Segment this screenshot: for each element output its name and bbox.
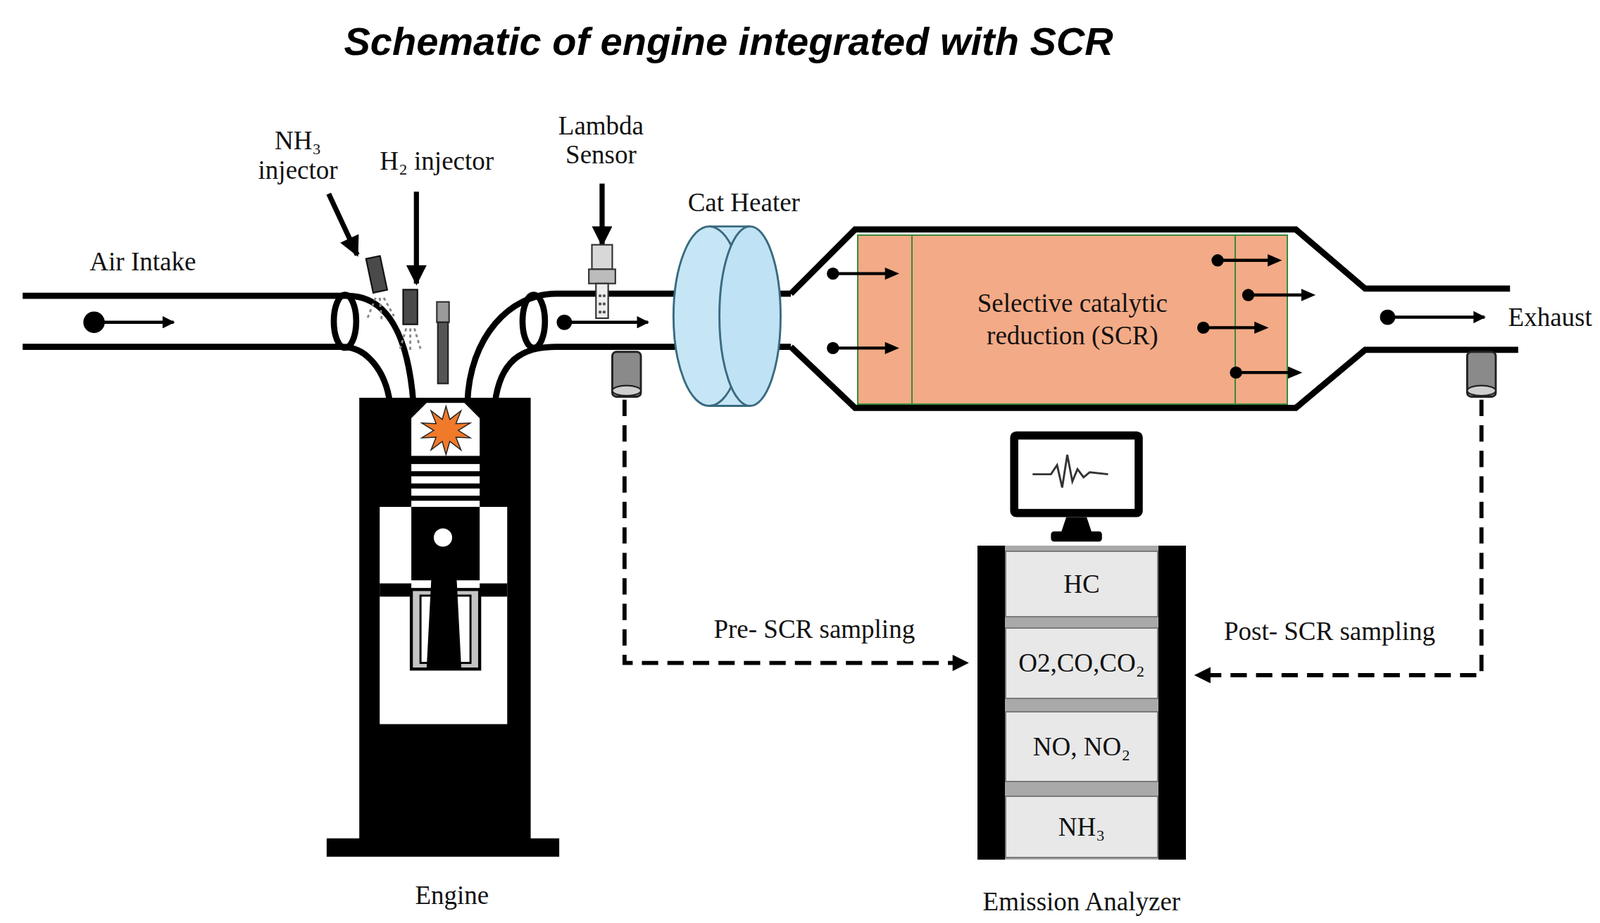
combustion-flash — [421, 406, 471, 455]
sampling-probe — [1466, 352, 1496, 398]
box-text: NH₃ — [1058, 811, 1105, 843]
heater-label: Cat Heater — [688, 188, 800, 218]
scr-box: Selective catalytic reduction (SCR) — [857, 234, 1288, 405]
injector-label: H₂ injector — [379, 146, 494, 176]
diagram-title: Schematic of engine integrated with SCR — [343, 17, 1113, 64]
pipe-flange — [522, 295, 546, 348]
engine-label: Engine — [414, 880, 489, 910]
analyzer-cell: NH₃ — [1004, 795, 1159, 858]
pipe-flange — [333, 295, 357, 348]
flow-line — [833, 346, 890, 350]
flow-head — [1254, 321, 1269, 334]
sampling-label: Post- SCR sampling — [1223, 616, 1436, 646]
flow-head — [885, 342, 900, 355]
lambda-sensor — [588, 183, 616, 319]
sampling-probe — [611, 385, 641, 396]
analyzer-cabinet: Emission AnalyzerHCO2,CO,CO₂NO, NO₂NH₃ — [977, 545, 1186, 860]
analyzer-cell: HC — [1004, 550, 1159, 617]
spark-plug — [436, 302, 449, 384]
box-text: HC — [1063, 569, 1100, 600]
sensor-label: Lambda Sensor — [547, 110, 655, 170]
flow-head — [1267, 254, 1282, 267]
analyzer-cell: O2,CO,CO₂ — [1004, 627, 1159, 699]
flow-line — [1203, 326, 1259, 329]
flow-head — [1301, 289, 1316, 302]
box-text: O2,CO,CO₂ — [1018, 647, 1145, 679]
nh3-injector — [366, 255, 395, 320]
flow-arrows — [858, 235, 1286, 404]
box-text: NO, NO₂ — [1033, 731, 1131, 762]
sampling-probe — [1466, 385, 1496, 396]
box-heading: Emission Analyzer — [983, 886, 1181, 917]
flow-line — [833, 272, 890, 276]
cat-heater — [673, 226, 781, 407]
flow-head — [1288, 366, 1303, 379]
sampling-label: Pre- SCR sampling — [713, 614, 915, 644]
flow-head — [885, 267, 900, 280]
substrate-edge — [911, 235, 913, 404]
scr-housing — [790, 229, 1519, 409]
pipe-label: Air Intake — [89, 247, 196, 277]
monitor — [1009, 431, 1143, 542]
analyzer-cell: NO, NO₂ — [1004, 711, 1159, 783]
engine-drawing — [326, 397, 560, 858]
injector-label: NH₃ injector — [247, 126, 350, 185]
pipe-label: Exhaust — [1508, 302, 1593, 332]
h2-injector — [400, 289, 421, 351]
flow-line — [1217, 259, 1272, 262]
sampling-probe — [611, 352, 641, 398]
leader-arrow — [328, 191, 417, 284]
flow-line — [1235, 371, 1293, 374]
box-text: Selective catalytic reduction (SCR) — [945, 287, 1200, 353]
flow-line — [1248, 293, 1306, 297]
